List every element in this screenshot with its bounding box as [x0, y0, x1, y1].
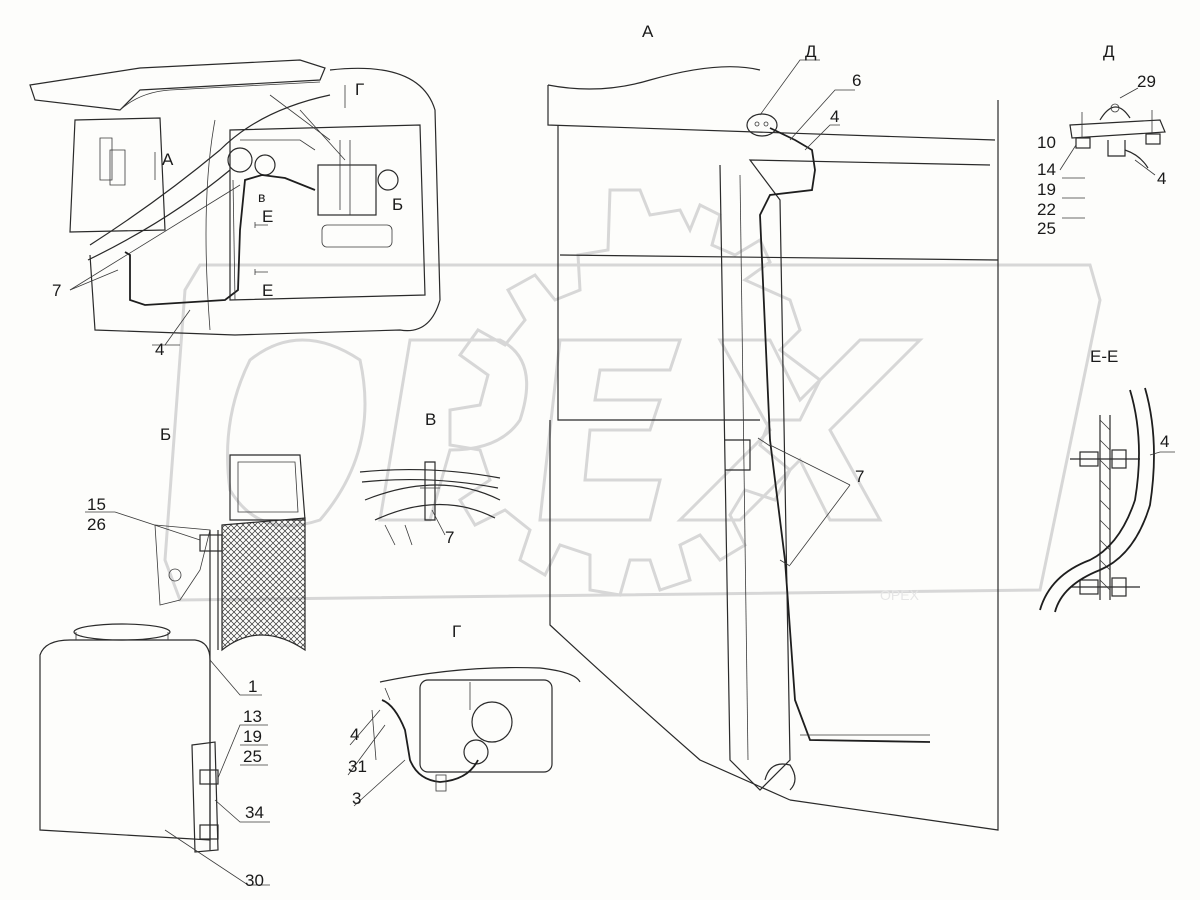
callout-7-overview: 7: [52, 281, 61, 300]
callout-31-view-g: 31: [348, 757, 367, 776]
callout-4-view-a: 4: [830, 107, 839, 126]
callout-34-view-b: 34: [245, 803, 264, 822]
view-a-drawing: [547, 59, 999, 831]
callout-19-view-b: 19: [243, 727, 262, 746]
watermark-text: OPEX: [880, 587, 920, 603]
callout-4-section-ee: 4: [1160, 432, 1169, 451]
overview-view-mark-g: Г: [355, 80, 364, 99]
callout-19-view-d: 19: [1037, 180, 1056, 199]
view-d-drawing: [1059, 87, 1166, 219]
watermark-gear: [448, 188, 822, 597]
view-title-v: В: [425, 410, 436, 429]
callout-7-view-a: 7: [855, 467, 864, 486]
section-ee-drawing: [1039, 387, 1175, 613]
overview-cab-drawing: [29, 59, 441, 346]
callout-1-view-b: 1: [248, 677, 257, 696]
callout-3-view-g: 3: [352, 789, 361, 808]
callout-4-view-d: 4: [1157, 169, 1166, 188]
view-title-a: А: [642, 22, 654, 41]
overview-view-mark-v: в: [258, 189, 265, 205]
callout-25-view-d: 25: [1037, 219, 1056, 238]
overview-section-mark-e2: Е: [262, 281, 273, 300]
section-title-ee: Е-Е: [1090, 347, 1118, 366]
view-b-drawing: [39, 454, 306, 886]
callout-22-view-d: 22: [1037, 200, 1056, 219]
overview-view-mark-b: Б: [392, 195, 403, 214]
callout-6-view-a: 6: [852, 71, 861, 90]
overview-view-mark-a: А: [162, 150, 174, 169]
watermark-letters: [163, 263, 1102, 602]
callout-15-view-b: 15: [87, 495, 106, 514]
callout-14-view-d: 14: [1037, 160, 1056, 179]
overview-section-mark-e1: Е: [262, 207, 273, 226]
callout-10-view-d: 10: [1037, 133, 1056, 152]
callout-29-view-d: 29: [1137, 72, 1156, 91]
view-title-d: Д: [1103, 42, 1115, 61]
callout-4-view-g: 4: [350, 725, 359, 744]
callout-7-view-v: 7: [445, 528, 454, 547]
view-a-mark-d: Д: [805, 42, 817, 61]
callout-13-view-b: 13: [243, 707, 262, 726]
callout-4-overview: 4: [155, 340, 164, 359]
callout-30-view-b: 30: [245, 871, 264, 890]
view-title-b: Б: [160, 425, 171, 444]
view-v-drawing: [359, 461, 501, 546]
view-title-g: Г: [452, 622, 461, 641]
view-g-drawing: [347, 666, 581, 807]
callout-25-view-b: 25: [243, 747, 262, 766]
callout-26-view-b: 26: [87, 515, 106, 534]
